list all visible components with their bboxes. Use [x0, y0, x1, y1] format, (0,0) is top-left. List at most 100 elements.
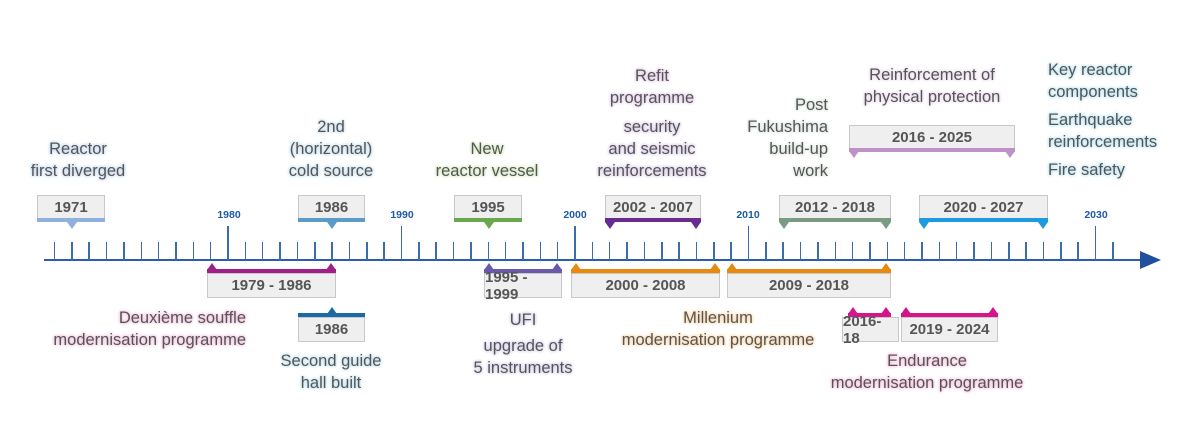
event-bar — [37, 218, 105, 222]
minor-tick — [817, 242, 819, 260]
minor-tick — [296, 242, 299, 260]
range-end-icon — [1005, 151, 1015, 158]
range-bar — [849, 148, 1015, 152]
range-start-icon — [571, 263, 581, 270]
pointer-icon — [327, 307, 337, 314]
label-earthquake: Earthquake reinforcements — [1048, 111, 1158, 151]
minor-tick — [608, 242, 611, 260]
range-box-2019-2024: 2019 - 2024 — [901, 317, 998, 342]
minor-tick — [348, 242, 351, 260]
range-start-icon — [901, 307, 911, 314]
minor-tick — [730, 242, 732, 260]
range-end-icon — [881, 263, 891, 270]
minor-tick — [314, 242, 316, 260]
minor-tick — [331, 242, 333, 260]
range-box-2016-18: 2016-18 — [842, 313, 899, 347]
minor-tick — [504, 242, 507, 260]
timeline-axis — [44, 259, 1152, 261]
pointer-icon — [67, 222, 77, 229]
minor-tick — [279, 242, 281, 260]
label-refit-programme: Refit programme — [609, 67, 695, 107]
minor-tick — [938, 242, 941, 260]
label-deuxieme-souffle: Deuxième souffle modernisation programme — [53, 309, 246, 349]
range-box-2002-2007: 2002 - 2007 — [605, 195, 701, 220]
range-start-icon — [484, 263, 494, 270]
label-security-seismic: security and seismic reinforcements — [597, 118, 707, 180]
label-physical-protection: Reinforcement of physical protection — [863, 66, 1001, 106]
event-box-1986: 1986 — [298, 195, 365, 220]
minor-tick — [869, 242, 871, 260]
label-cold-source: 2nd (horizontal) cold source — [288, 118, 374, 180]
minor-tick — [487, 242, 489, 260]
label-guide-hall: Second guide hall built — [280, 352, 382, 392]
range-box-2020-2027: 2020 - 2027 — [919, 195, 1048, 220]
year-label-2010: 2010 — [736, 209, 760, 221]
range-start-icon — [605, 222, 615, 229]
axis-arrow-icon — [1140, 251, 1161, 269]
minor-tick — [244, 242, 247, 260]
label-ufi: UFI — [509, 311, 537, 329]
range-bar — [779, 218, 891, 222]
minor-tick — [366, 242, 368, 260]
range-end-icon — [1038, 222, 1048, 229]
minor-tick — [678, 242, 680, 260]
label-endurance: Endurance modernisation programme — [830, 352, 1024, 392]
minor-tick — [921, 242, 923, 260]
minor-tick — [53, 242, 56, 260]
minor-tick — [209, 242, 212, 260]
range-end-icon — [552, 263, 562, 270]
minor-tick — [851, 242, 854, 260]
range-start-icon — [849, 151, 859, 158]
event-bar — [298, 218, 365, 222]
event-bar — [298, 313, 365, 317]
major-tick — [227, 226, 229, 260]
minor-tick — [661, 242, 663, 260]
minor-tick — [383, 242, 385, 260]
minor-tick — [955, 242, 958, 260]
year-label-1990: 1990 — [390, 209, 414, 221]
label-reactor-vessel: New reactor vessel — [435, 140, 539, 180]
minor-tick — [643, 242, 646, 260]
minor-tick — [470, 242, 472, 260]
range-start-icon — [848, 307, 858, 314]
range-box-1995-1999: 1995 - 1999 — [484, 269, 562, 303]
range-box-1979-1986: 1979 - 1986 — [207, 273, 336, 298]
range-box-2009-2018: 2009 - 2018 — [727, 273, 891, 298]
year-label-1980: 1980 — [217, 209, 241, 221]
label-key-components: Key reactor components — [1048, 61, 1138, 101]
range-start-icon — [727, 263, 737, 270]
pointer-icon — [327, 222, 337, 229]
event-box-1971: 1971 — [37, 195, 105, 220]
range-end-icon — [326, 263, 336, 270]
minor-tick — [192, 242, 195, 260]
minor-tick — [522, 242, 524, 260]
minor-tick — [452, 242, 455, 260]
range-end-icon — [710, 263, 720, 270]
minor-tick — [1060, 242, 1062, 260]
year-label-2000: 2000 — [563, 209, 587, 221]
minor-tick — [591, 242, 594, 260]
major-tick — [574, 226, 576, 260]
label-ufi-upgrade: upgrade of 5 instruments — [473, 337, 573, 377]
range-start-icon — [779, 222, 789, 229]
minor-tick — [435, 242, 437, 260]
range-bar — [207, 269, 336, 273]
range-box-2000-2008: 2000 - 2008 — [571, 273, 720, 298]
minor-tick — [418, 242, 420, 260]
minor-tick — [990, 242, 993, 260]
minor-tick — [782, 242, 784, 260]
minor-tick — [626, 242, 628, 260]
range-end-icon — [881, 307, 891, 314]
minor-tick — [973, 242, 975, 260]
minor-tick — [88, 242, 90, 260]
range-bar — [901, 313, 998, 317]
label-fire-safety: Fire safety — [1048, 161, 1126, 179]
minor-tick — [834, 242, 836, 260]
minor-tick — [713, 242, 715, 260]
range-box-2016-2025: 2016 - 2025 — [849, 125, 1015, 150]
range-bar — [571, 269, 720, 273]
major-tick — [400, 226, 403, 260]
minor-tick — [539, 242, 542, 260]
minor-tick — [1112, 242, 1114, 260]
pointer-icon — [484, 222, 494, 229]
